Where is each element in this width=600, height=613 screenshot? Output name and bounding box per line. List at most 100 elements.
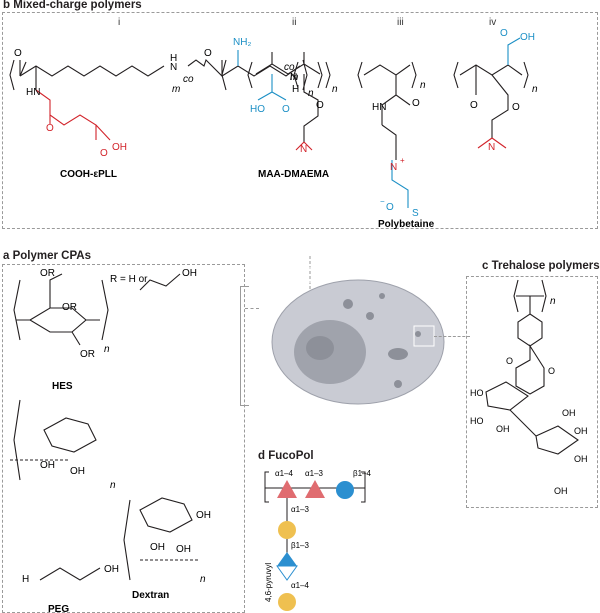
atom-o: O [14,48,22,59]
svg-text:α1–4: α1–4 [275,469,294,478]
glucuronic-diamond-top [277,552,297,566]
label-hes: HES [52,381,73,392]
svg-text:O: O [500,28,508,39]
numeral-iv: iv [489,17,497,28]
glucose-circle [336,481,354,499]
svg-text:HO: HO [470,416,484,426]
panel-b-structures: O N H m co O NH₂ N H n HN O O OH m co n … [9,28,538,230]
svg-text:HO: HO [470,388,484,398]
panel-c-title: c Trehalose polymers [482,260,600,272]
svg-text:OH: OH [196,510,211,521]
svg-text:HN: HN [26,87,40,98]
svg-text:H: H [292,84,299,95]
panel-c-box [466,276,598,508]
pyruvyl-label: 4,6-pyruvyl [264,563,273,602]
svg-text:O: O [100,148,108,159]
svg-text:OH: OH [574,426,588,436]
atom-nh: N [170,62,177,73]
svg-text:HN: HN [372,102,386,113]
svg-text:n: n [200,574,206,585]
fucopol-structure: α1–4 α1–3 β1–4 α1–3 β1–3 α1–4 4,6-pyruvy… [264,469,372,611]
svg-text:α1–4: α1–4 [291,581,310,590]
panel-b-box [2,12,598,229]
svg-text:α1–3: α1–3 [291,505,310,514]
svg-text:β1–4: β1–4 [353,469,372,478]
svg-text:N: N [488,142,495,153]
svg-text:OH: OH [520,32,535,43]
svg-text:N: N [300,144,307,155]
svg-text:co: co [284,62,295,73]
cell-illustration [271,256,445,405]
atom-nh2: NH₂ [233,37,251,48]
svg-text:β1–3: β1–3 [291,541,310,550]
svg-text:OH: OH [112,142,127,153]
svg-text:S: S [412,208,419,219]
svg-text:n: n [532,84,538,95]
epll-backbone [9,58,301,91]
trehalose-structure: n O O HO HO OH OH OH OH OH [470,279,588,496]
galactose-circle-1 [278,521,296,539]
svg-text:+: + [400,156,405,165]
svg-text:n: n [308,88,314,99]
svg-text:O: O [512,102,520,113]
svg-text:O: O [412,98,420,109]
svg-text:O: O [386,202,394,213]
svg-text:OH: OH [182,268,197,279]
label-co: co [183,74,194,85]
svg-text:n: n [550,296,556,307]
nucleolus [306,336,334,360]
svg-text:OH: OH [574,454,588,464]
svg-text:O: O [282,104,290,115]
svg-text:OH: OH [40,460,55,471]
r-definition: R = H or [110,274,148,285]
svg-text:n: n [332,84,338,95]
panel-b-heading: Mixed-charge polymers [13,0,142,11]
panel-d-title: d FucoPol [258,450,314,462]
svg-text:O: O [46,123,54,134]
label-peg: PEG [48,604,69,613]
svg-text:−: − [380,197,385,206]
numeral-i: i [118,17,121,28]
glucuronic-diamond-bottom [276,565,298,581]
svg-text:HO: HO [250,104,265,115]
connector-a [245,308,259,309]
svg-text:n: n [104,344,110,355]
svg-text:n: n [420,80,426,91]
numeral-ii: ii [292,17,297,28]
svg-text:N: N [390,162,397,173]
fucose-triangle-2 [305,480,325,498]
svg-text:OH: OH [562,408,576,418]
svg-text:OH: OH [496,424,510,434]
mitochondrion [388,348,408,360]
label-polybetaine: Polybetaine [378,219,435,230]
panel-b-letter: b [3,0,11,11]
svg-text:OH: OH [70,466,85,477]
svg-text:O: O [548,366,555,376]
svg-text:N: N [290,72,297,83]
panel-b-title: b Mixed-charge polymers [3,0,142,11]
panel-a-title: a Polymer CPAs [3,250,92,262]
svg-text:H: H [170,53,177,64]
fucose-triangle-1 [277,480,297,498]
svg-text:OR: OR [62,302,77,313]
connector-c [434,336,470,337]
svg-text:OR: OR [80,349,95,360]
label-cooh-epll: COOH-εPLL [60,169,117,180]
label-m: m [172,84,180,95]
svg-text:OH: OH [176,544,191,555]
svg-text:α1–3: α1–3 [305,469,324,478]
svg-text:m: m [290,72,298,83]
label-maa-dmaema: MAA-DMAEMA [258,169,329,180]
svg-text:O: O [506,356,513,366]
svg-text:O: O [204,48,212,59]
label-dextran: Dextran [132,590,169,601]
svg-text:H: H [22,574,29,585]
panel-a-structures: OR OR OR R = H or OH n HES OH OH n OH OH… [10,268,211,613]
svg-text:OR: OR [40,268,55,279]
svg-text:O: O [470,100,478,111]
svg-text:OH: OH [554,486,568,496]
cell-bracket-left [240,286,249,406]
svg-text:OH: OH [150,542,165,553]
svg-text:OH: OH [104,564,119,575]
zoom-box-top [297,267,325,283]
